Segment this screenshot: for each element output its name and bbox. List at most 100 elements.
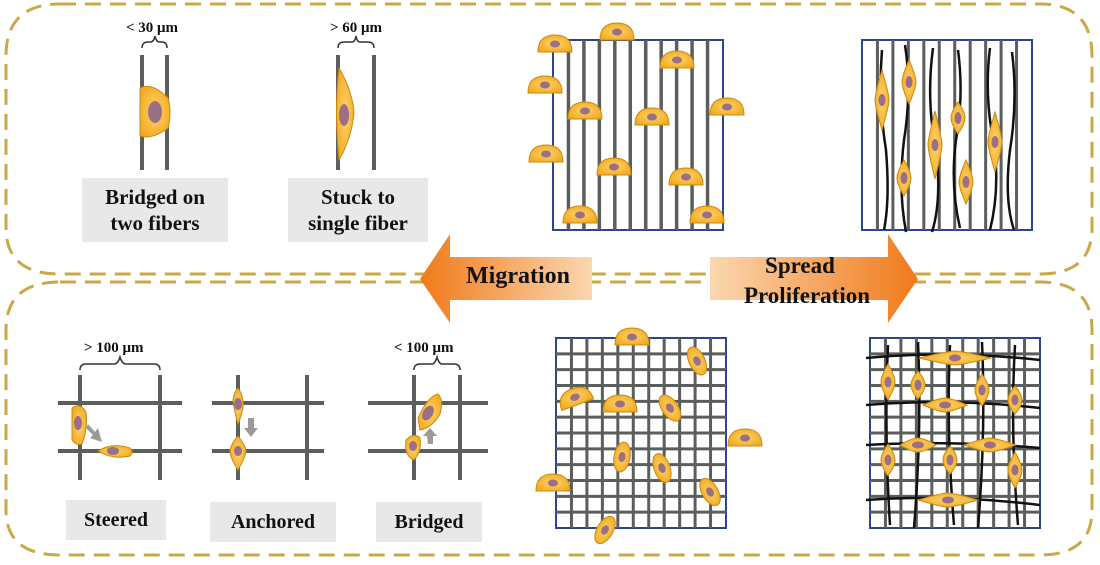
scaffold-frame	[552, 39, 724, 231]
cell	[652, 453, 672, 483]
direction-arrow	[423, 428, 437, 444]
nucleus	[615, 400, 625, 408]
nucleus	[609, 163, 619, 171]
nucleus	[978, 384, 986, 396]
nucleus	[954, 112, 962, 124]
nucleus	[884, 454, 892, 466]
cell	[528, 144, 564, 163]
nucleus	[942, 496, 954, 504]
bottom-panel-border	[4, 280, 1094, 557]
label-line: two fibers	[110, 211, 200, 235]
nucleus	[962, 176, 970, 188]
fibril	[976, 341, 985, 529]
fibril	[1006, 51, 1016, 231]
aligned-fiber-scaffold	[552, 39, 724, 231]
cell	[727, 428, 763, 447]
spread-cell	[916, 492, 980, 508]
nucleus	[548, 479, 558, 487]
nucleus	[722, 103, 732, 111]
cell	[594, 515, 616, 545]
anchored-label: Anchored	[210, 502, 336, 542]
aligned-scaffold-cells	[527, 22, 745, 224]
nucleus	[914, 379, 922, 391]
nucleus	[570, 393, 580, 401]
spread-cell	[1007, 385, 1023, 415]
measure-label-60um: > 60 μm	[330, 20, 383, 36]
measure-bracket	[79, 354, 161, 371]
cell	[613, 441, 631, 473]
cell	[614, 327, 650, 346]
cell	[567, 101, 603, 120]
spread-cell	[958, 158, 974, 206]
cell	[559, 386, 595, 412]
nucleus	[1011, 394, 1019, 406]
spread-cell	[918, 350, 992, 366]
nucleus	[706, 487, 714, 497]
cell	[596, 157, 632, 176]
spread-cell	[962, 437, 1018, 453]
cell	[659, 50, 695, 69]
measure-label-100um-greater: > 100 μm	[84, 340, 144, 356]
cell	[527, 75, 563, 94]
fibril	[952, 49, 962, 229]
label-line: Bridged on	[105, 184, 205, 209]
nucleus	[234, 446, 242, 456]
nucleus	[422, 405, 434, 421]
nucleus	[618, 452, 626, 462]
fibril	[1011, 344, 1020, 526]
nucleus	[234, 398, 242, 410]
nucleus	[612, 28, 622, 36]
top-panel-border	[4, 2, 1094, 276]
nucleus	[647, 113, 657, 121]
nucleus	[912, 441, 924, 449]
grid-scaffold-spread	[865, 337, 1041, 529]
nucleus	[905, 76, 913, 88]
nucleus	[601, 525, 609, 535]
steered-label: Steered	[66, 500, 166, 540]
fibril	[912, 341, 921, 529]
label-line: Stuck to	[320, 184, 396, 209]
bridged-two-fibers-diagram	[139, 35, 171, 170]
scaffold-frame	[861, 39, 1033, 231]
spread-cell	[921, 397, 969, 413]
cell	[602, 394, 638, 413]
anchored-diagram	[212, 375, 324, 480]
nucleus	[949, 354, 961, 362]
nucleus	[74, 416, 82, 430]
cell	[709, 97, 745, 116]
nucleus	[665, 403, 675, 413]
nucleus	[984, 441, 996, 449]
cell	[689, 205, 725, 224]
nucleus	[681, 173, 691, 181]
spread-cell	[1007, 451, 1023, 489]
nucleus	[541, 150, 551, 158]
spread-cell	[874, 68, 890, 132]
nucleus	[575, 211, 585, 219]
spread-cell	[974, 373, 990, 407]
cell	[599, 22, 635, 41]
nucleus	[991, 136, 999, 148]
nucleus	[339, 104, 349, 126]
nucleus	[550, 40, 560, 48]
migration-arrow	[420, 234, 592, 323]
proliferation-label: Proliferation	[743, 283, 871, 308]
spread-cell	[927, 110, 943, 180]
grid-fiber-scaffold	[555, 337, 727, 529]
measure-bracket	[337, 35, 375, 49]
cell	[686, 346, 708, 376]
cell	[668, 167, 704, 186]
stuck-single-fiber-label: Stuck to single fiber	[288, 178, 428, 242]
nucleus	[740, 434, 750, 442]
aligned-scaffold-spread	[861, 39, 1033, 233]
nucleus	[580, 107, 590, 115]
spread-cell	[950, 101, 966, 135]
bridged-diagram	[368, 354, 488, 480]
direction-arrow	[86, 424, 102, 442]
nucleus	[884, 376, 892, 388]
nucleus	[658, 463, 666, 473]
cell	[699, 477, 721, 507]
label-line: single fiber	[308, 211, 408, 235]
measure-bracket	[141, 35, 168, 49]
